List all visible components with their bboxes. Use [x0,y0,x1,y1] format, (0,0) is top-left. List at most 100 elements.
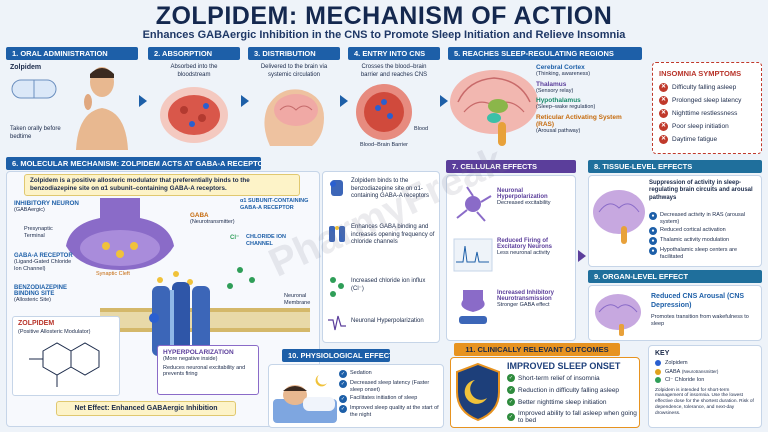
sequence-step3: Increased chloride ion influx (Cl⁻) [351,278,426,292]
step1-header: 1. ORAL ADMINISTRATION [6,47,138,60]
chloride-channel-label: CHLORIDE ION CHANNEL [246,234,287,247]
physiological-panel: ✓Sedation ✓Decreased sleep latency (Fast… [268,364,444,428]
outcome-item: ✓Reduction in difficulty falling asleep [507,386,620,394]
zolpidem-structure-icon [29,342,100,387]
molecular-intro: Zolpidem is a positive allosteric modula… [24,174,300,196]
check-icon: ✓ [339,370,347,378]
zolpidem-dot-icon [655,360,661,367]
insomnia-panel: INSOMNIA SYMPTOMS ✕Difficulty falling as… [652,62,762,154]
arrow-1-2 [139,95,147,107]
page-subtitle: Enhances GABAergic Inhibition in the CNS… [142,29,626,41]
organ-title: Reduced CNS Arousal (CNS Depression) [651,293,745,309]
bloodstream-icon [160,87,228,143]
cl-ion-label: Cl⁻ [230,235,240,241]
tissue-list: ●Decreased activity in RAS (arousal syst… [649,212,761,260]
head-brain-icon [264,89,324,146]
outcomes-title: IMPROVED SLEEP ONSET [507,361,621,371]
neuron-icon [456,186,492,222]
membrane-label: Neuronal Membrane [284,293,311,306]
physiological-list: ✓Sedation ✓Decreased sleep latency (Fast… [339,370,443,418]
gaba-dot-icon [655,368,661,375]
insomnia-item: ✕Nighttime restlessness [659,109,738,118]
key-panel: KEY Zolpidem GABA (Neurotransmitter) Cl⁻… [648,345,762,428]
x-icon: ✕ [659,96,668,105]
physiological-item: ✓Improved sleep quality at the start of … [339,405,439,418]
bz-site-label: BENZODIAZEPINE BINDING SITE (Allosteric … [14,285,68,303]
outcomes-list: ✓Short-term relief of insomnia ✓Reductio… [507,374,639,424]
x-icon: ✕ [659,122,668,131]
step4-bbb-label: Blood–Brain Barrier [360,142,408,148]
step3-panel: Delivered to the brain via systemic circ… [248,62,340,150]
step5-panel: Cerebral Cortex(Thinking, awareness) Tha… [448,62,642,150]
step1-drug-label: Zolpidem [10,64,42,71]
sequence-step1: Zolpidem binds to the benzodiazepine sit… [351,178,430,199]
insomnia-item: ✕Difficulty falling asleep [659,83,737,92]
hyperpolarization-box: HYPERPOLARIZATION (More negative inside)… [157,345,259,395]
bullet-icon: ● [649,212,657,220]
synapse-illustration [66,198,310,387]
sequence-step2: Enhances GABA binding and increases open… [351,224,435,245]
pill-icon [11,79,57,99]
presynaptic-label: Presynaptic Terminal [24,226,53,239]
step3-text: Delivered to the brain via systemic circ… [260,64,328,78]
tissue-lead: Suppression of activity in sleep-regulat… [649,180,753,201]
gaba-label: GABA (Neurotransmitter) [190,212,235,225]
step2-panel: Absorbed into the bloodstream [148,62,240,150]
step1-panel: Zolpidem Taken orally before bedtime [6,62,138,150]
tissue-header: 8. TISSUE-LEVEL EFFECTS [588,160,762,173]
step5-header: 5. REACHES SLEEP-REGULATING REGIONS [448,47,642,60]
check-icon: ✓ [507,386,515,394]
region-list: Cerebral Cortex(Thinking, awareness) Tha… [536,64,640,134]
brain-icon [593,190,645,244]
region-thalamus-name: Thalamus [536,80,567,88]
person-icon [76,67,128,150]
chloride-influx-icon [330,277,344,297]
cellular-header: 7. CELLULAR EFFECTS [446,160,576,173]
key-item: Cl⁻ Chloride Ion [655,377,755,384]
sequence-panel: Zolpidem binds to the benzodiazepine sit… [322,171,440,343]
arrow-4-5 [440,95,448,107]
step4-panel: Crosses the blood–brain barrier and reac… [348,62,440,150]
check-icon: ✓ [339,405,347,413]
region-hypothalamus-name: Hypothalamus [536,97,581,104]
brain-side-icon [595,294,641,336]
receptor-bind-icon [330,180,343,196]
page-title: ZOLPIDEM: MECHANISM OF ACTION [155,2,613,30]
region-thalamus-desc: (Sensory relay) [536,87,574,94]
bullet-icon: ● [649,247,657,255]
check-icon: ✓ [507,413,515,421]
key-item: GABA (Neurotransmitter) [655,369,755,376]
tissue-panel: Suppression of activity in sleep-regulat… [588,175,762,267]
tissue-item: ●Decreased activity in RAS (arousal syst… [649,212,761,225]
insomnia-item: ✕Poor sleep initiation [659,122,729,131]
insomnia-title: INSOMNIA SYMPTOMS [659,69,742,78]
insomnia-item: ✕Prolonged sleep latency [659,96,742,105]
physiological-header: 10. PHYSIOLOGICAL EFFECTS [282,349,390,362]
tissue-item: ●Hypothalamic sleep centers are facilita… [649,247,761,260]
tissue-item: ●Reduced cortical activation [649,227,761,235]
step2-header: 2. ABSORPTION [148,47,240,60]
x-icon: ✕ [659,109,668,118]
organ-panel: Reduced CNS Arousal (CNS Depression) Pro… [588,285,762,341]
check-icon: ✓ [507,374,515,382]
region-ras-desc: (Arousal pathway) [536,127,581,134]
check-icon: ✓ [339,395,347,403]
sleeping-person-icon [273,375,337,423]
organ-header: 9. ORGAN-LEVEL EFFECT [588,270,762,283]
bullet-icon: ● [649,237,657,245]
region-cortex-desc: (Thinking, awareness) [536,71,591,77]
channel-open-icon [329,226,345,242]
step4-blood-label: Blood [414,126,429,132]
key-note: Zolpidem is intended for short-term mana… [655,387,754,416]
chloride-dot-icon [655,377,661,384]
net-effect: Net Effect: Enhanced GABAergic Inhibitio… [56,401,236,416]
outcome-item: ✓Improved ability to fall asleep when go… [507,410,637,424]
x-icon: ✕ [659,135,668,144]
step4-header: 4. ENTRY INTO CNS [348,47,440,60]
x-icon: ✕ [659,83,668,92]
outcomes-header: 11. CLINICALLY RELEVANT OUTCOMES [454,343,620,356]
blood-vessel-icon [356,84,412,140]
